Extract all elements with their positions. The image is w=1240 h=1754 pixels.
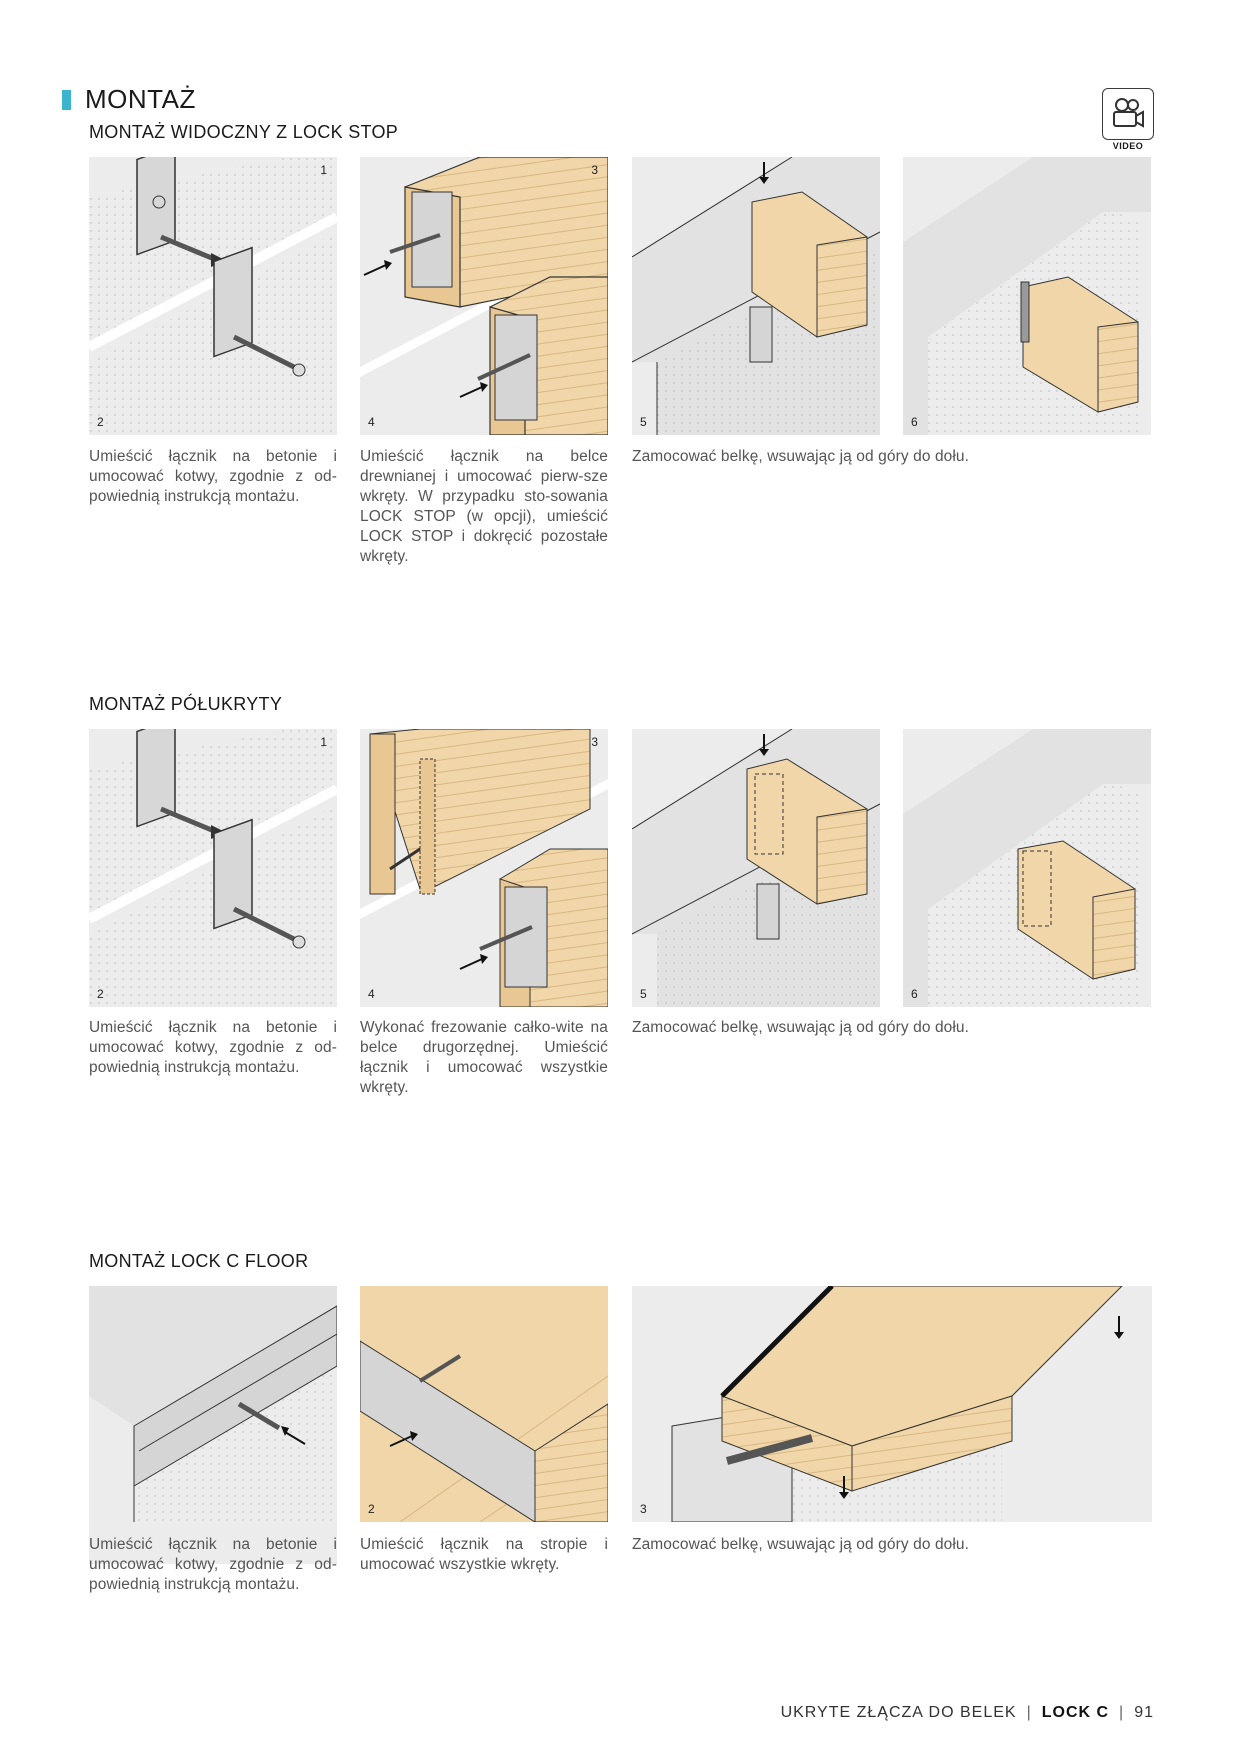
step-number: 3 <box>591 163 598 177</box>
panel-s1-step-5: 5 <box>632 157 880 435</box>
panel-s3-step-3: 3 <box>632 1286 1152 1522</box>
panel-s2-step-6: 6 <box>903 729 1151 1007</box>
step-number: 6 <box>911 415 918 429</box>
section-title-semi-hidden: MONTAŻ PÓŁUKRYTY <box>89 694 283 714</box>
video-button[interactable] <box>1102 88 1154 140</box>
step-number: 4 <box>368 987 375 1001</box>
step-description: Zamocować belkę, wsuwając ją od góry do … <box>632 1019 970 1036</box>
panel-s2-step-5: 5 <box>632 729 880 1007</box>
panel-s1-steps-3-4: 3 4 <box>360 157 608 435</box>
arrow-right-icon <box>459 954 488 970</box>
step-number: 4 <box>368 415 375 429</box>
step-number: 5 <box>640 415 647 429</box>
step-description: Umieścić łącznik na betonie i umocować k… <box>89 1019 337 1076</box>
arrow-left-icon <box>281 1426 306 1445</box>
step-number: 2 <box>97 987 104 1001</box>
arrow-right-icon <box>363 260 392 276</box>
step-number: 5 <box>640 987 647 1001</box>
step-description: Umieścić łącznik na betonie i umocować k… <box>89 1536 337 1593</box>
video-label: VIDEO <box>1112 141 1144 151</box>
step-number: 3 <box>640 1502 647 1516</box>
arrow-right-icon <box>389 1431 418 1447</box>
footer-separator: | <box>1026 1704 1032 1721</box>
panel-s2-steps-3-4: 3 4 <box>360 729 608 1007</box>
step-description: Zamocować belkę, wsuwając ją od góry do … <box>632 1536 970 1553</box>
footer-category: UKRYTE ZŁĄCZA DO BELEK <box>780 1704 1017 1721</box>
step-description: Umieścić łącznik na betonie i umocować k… <box>89 448 337 505</box>
arrow-down-icon <box>759 162 769 184</box>
step-number: 3 <box>591 735 598 749</box>
footer-product: LOCK C <box>1041 1704 1110 1721</box>
arrow-down-icon <box>1114 1316 1124 1339</box>
main-title-text: MONTAŻ <box>85 84 196 114</box>
panel-s3-step-2: 2 <box>360 1286 608 1522</box>
step-description: Umieścić łącznik na belce drewnianej i u… <box>360 448 608 565</box>
panel-s1-step-6: 6 <box>903 157 1151 435</box>
step-number: 6 <box>911 987 918 1001</box>
step-description: Zamocować belkę, wsuwając ją od góry do … <box>632 448 970 465</box>
panel-s3-step-1: 1 <box>89 1286 337 1564</box>
arrow-down-icon <box>839 1476 849 1499</box>
footer-separator: | <box>1119 1704 1125 1721</box>
section-title-visible: MONTAŻ WIDOCZNY Z LOCK STOP <box>89 122 399 142</box>
page-footer: UKRYTE ZŁĄCZA DO BELEK | LOCK C | 91 <box>781 1704 1154 1722</box>
arrow-down-icon <box>759 734 769 756</box>
page-title: MONTAŻ <box>62 84 196 115</box>
section-title-floor: MONTAŻ LOCK C FLOOR <box>89 1251 309 1271</box>
panel-s2-steps-1-2: 1 2 <box>89 729 337 1007</box>
step-number: 1 <box>320 163 327 177</box>
step-description: Wykonać frezowanie całko-wite na belce d… <box>360 1019 608 1096</box>
step-description: Umieścić łącznik na stropie i umocować w… <box>360 1536 608 1573</box>
step-number: 2 <box>97 415 104 429</box>
title-accent-bar <box>62 89 71 110</box>
step-number: 1 <box>320 735 327 749</box>
video-camera-icon <box>1113 98 1144 128</box>
arrow-right-icon <box>459 382 488 398</box>
footer-page-number: 91 <box>1134 1704 1154 1721</box>
step-number: 2 <box>368 1502 375 1516</box>
panel-s1-steps-1-2: 1 2 <box>89 157 337 435</box>
